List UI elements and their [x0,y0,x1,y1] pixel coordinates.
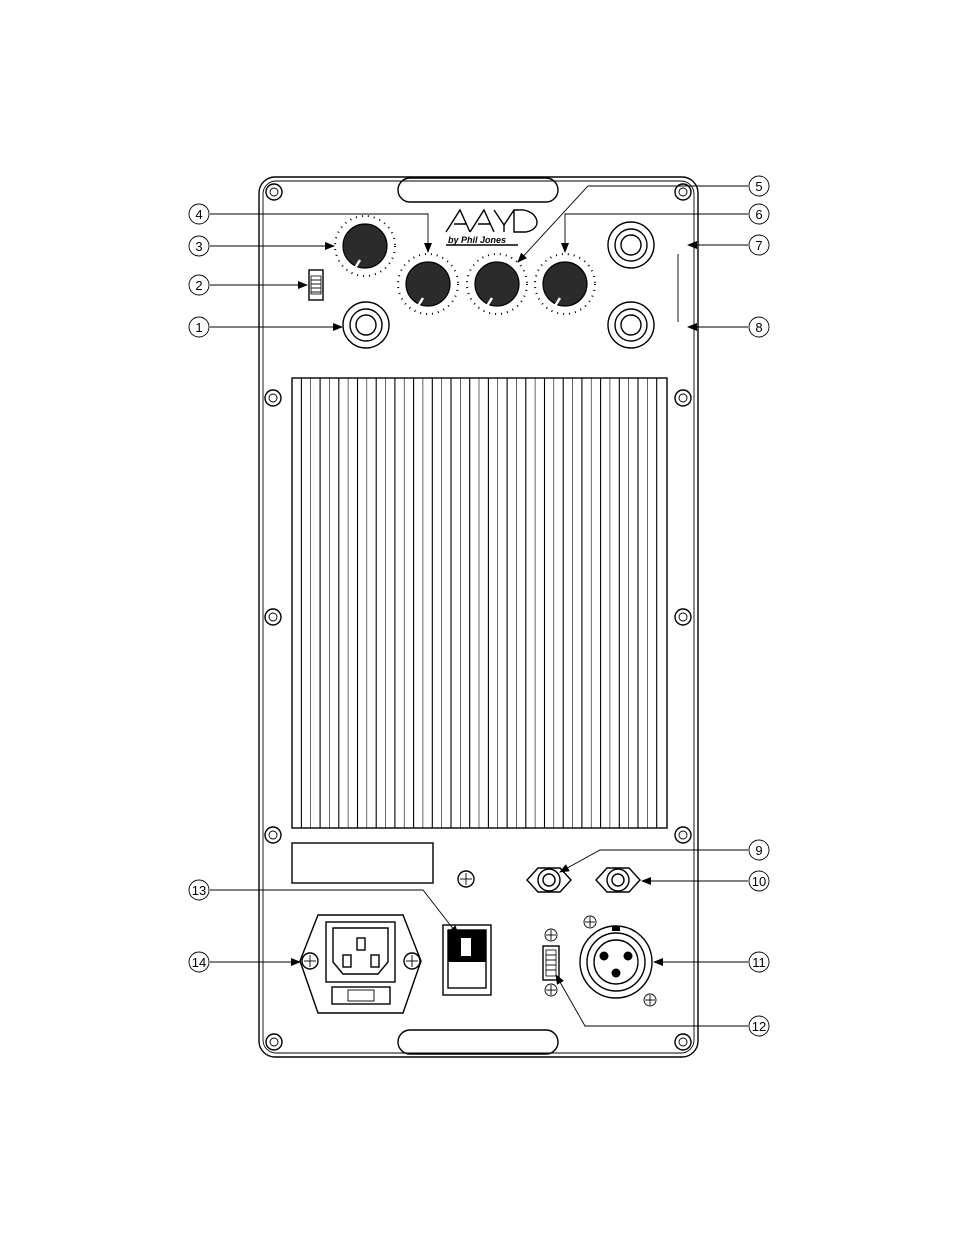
input-select-switch-icon[interactable] [309,270,323,300]
speaker-out-jack-1-icon[interactable] [527,868,571,892]
svg-text:12: 12 [752,1019,766,1034]
svg-text:11: 11 [752,955,766,970]
callout-10: 10 [749,871,769,891]
top-handle-slot [398,178,558,202]
svg-text:3: 3 [195,239,202,254]
svg-text:4: 4 [195,207,202,222]
screw-icon [265,827,281,843]
screw-icon [675,390,691,406]
screw-icon [265,609,281,625]
svg-text:2: 2 [195,278,202,293]
callout-11: 11 [749,952,769,972]
power-switch-icon[interactable] [443,925,491,995]
brand-logo: by Phil Jones [446,210,537,245]
svg-text:5: 5 [755,179,762,194]
callout-14: 14 [189,952,209,972]
svg-text:13: 13 [192,883,206,898]
callout-7: 7 [749,235,769,255]
screw-icon [266,184,282,200]
callout-9: 9 [749,840,769,860]
logo-subtitle: by Phil Jones [448,235,506,245]
screw-icon [675,827,691,843]
bottom-handle-slot [398,1030,558,1054]
ground-lift-switch-icon[interactable] [543,929,559,996]
callout-5: 5 [749,176,769,196]
callout-4: 4 [189,204,209,224]
svg-text:14: 14 [192,955,206,970]
heatsink [292,378,667,828]
svg-text:10: 10 [752,874,766,889]
svg-text:6: 6 [755,207,762,222]
svg-text:1: 1 [195,320,202,335]
callout-6: 6 [749,204,769,224]
speaker-out-jack-2-icon[interactable] [596,868,640,892]
line-in-jack-icon[interactable] [608,302,654,348]
gain-knob-icon[interactable] [335,216,395,276]
xlr-connector-icon[interactable] [580,916,656,1006]
svg-text:7: 7 [755,238,762,253]
bass-knob-icon[interactable] [398,254,458,314]
callout-13: 13 [189,880,209,900]
callout-3: 3 [189,236,209,256]
callout-1: 1 [189,317,209,337]
treble-knob-icon[interactable] [535,254,595,314]
svg-text:8: 8 [755,320,762,335]
iec-power-inlet-icon[interactable] [300,915,421,1013]
svg-text:9: 9 [755,843,762,858]
screw-icon [675,1034,691,1050]
mid-knob-icon[interactable] [467,254,527,314]
screw-icon [266,1034,282,1050]
input-jack-icon[interactable] [343,302,389,348]
callout-2: 2 [189,275,209,295]
callout-8: 8 [749,317,769,337]
line-out-jack-icon[interactable] [608,222,654,268]
callout-12: 12 [749,1016,769,1036]
screw-icon [675,609,691,625]
mounting-screws [265,184,691,1050]
screw-icon [265,390,281,406]
label-plate [292,843,433,883]
ground-screw-icon [458,871,474,887]
